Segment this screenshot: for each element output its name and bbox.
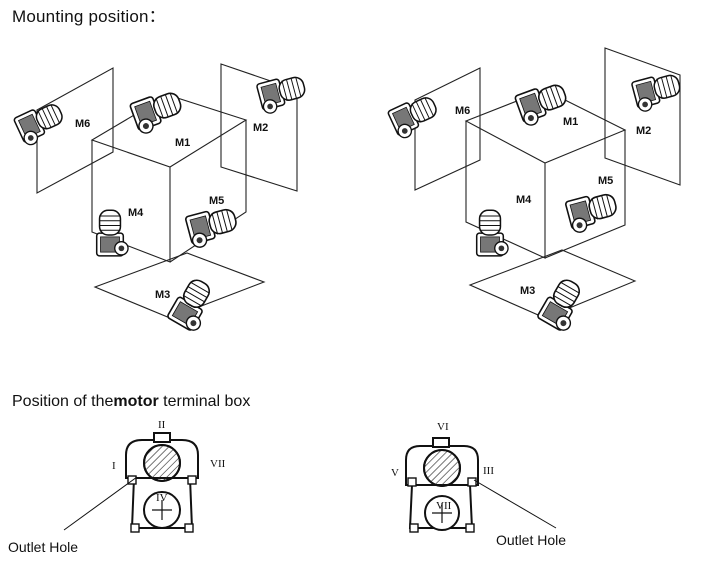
plane-m6-right (414, 67, 481, 191)
label-m1-right: M1 (563, 116, 578, 128)
outlet-leader-right (473, 479, 557, 529)
mark-side-left: I (112, 460, 116, 472)
label-m5-left: M5 (209, 195, 224, 207)
terminal-box-top-left (153, 432, 171, 443)
mounting-position-heading: Mounting position： (12, 7, 166, 26)
mark-bottom-left: IV (156, 492, 168, 504)
mark-bottom-right: VII (436, 500, 452, 512)
terminal-box-top-right (432, 437, 450, 448)
label-m1-left: M1 (175, 137, 190, 149)
mark-top-right: VI (437, 421, 449, 433)
motor-m6-left-icon (12, 98, 69, 148)
terminal-box-heading: Position of themotor terminal box (12, 393, 250, 411)
terminal-heading-part-1: Position of the (12, 393, 114, 410)
outlet-hole-label-right: Outlet Hole (496, 532, 566, 548)
left-position-labels: M6 M1 M2 M4 M5 M3 (75, 118, 268, 301)
label-m6-left: M6 (75, 118, 90, 130)
mark-right-left: VII (210, 458, 226, 470)
right-position-labels: M6 M1 M2 M4 M5 M3 (455, 105, 651, 297)
plane-m2-right (604, 47, 681, 186)
mark-right-right: III (483, 465, 494, 477)
motor-m2-right-icon (630, 70, 685, 114)
terminal-heading-part-2: motor (113, 393, 159, 410)
motor-m3-left-icon (166, 274, 221, 335)
label-m2-right: M2 (636, 125, 651, 137)
motor-m4-left-icon (95, 209, 129, 257)
label-m4-right: M4 (516, 194, 532, 206)
cube-side-face-right (544, 130, 626, 259)
outlet-hole-label-left: Outlet Hole (8, 539, 78, 555)
right-motors (386, 70, 685, 335)
label-m3-right: M3 (520, 285, 535, 297)
plane-m3-left (93, 252, 266, 319)
label-m2-left: M2 (253, 122, 268, 134)
motor-m4-right-icon (475, 209, 509, 257)
cube-front-face-right (465, 121, 546, 259)
terminal-box-left (125, 432, 199, 533)
mark-left-right: V (391, 467, 399, 479)
label-m5-right: M5 (598, 175, 613, 187)
terminal-box-right (405, 437, 479, 533)
cube-front-face-left (91, 140, 171, 263)
motor-m5-left-icon (184, 203, 241, 250)
motor-m5-right-icon (564, 188, 621, 235)
label-m3-left: M3 (155, 289, 170, 301)
motor-m3-right-icon (536, 274, 591, 335)
plane-m3-right (468, 249, 637, 319)
motor-m1-left-icon (128, 87, 187, 137)
outlet-leader-left (63, 476, 138, 531)
label-m6-right: M6 (455, 105, 470, 117)
terminal-heading-part-3: terminal box (158, 393, 251, 410)
label-m4-left: M4 (128, 207, 144, 219)
mark-top-left: II (158, 419, 166, 431)
plane-m6-left (36, 67, 114, 194)
